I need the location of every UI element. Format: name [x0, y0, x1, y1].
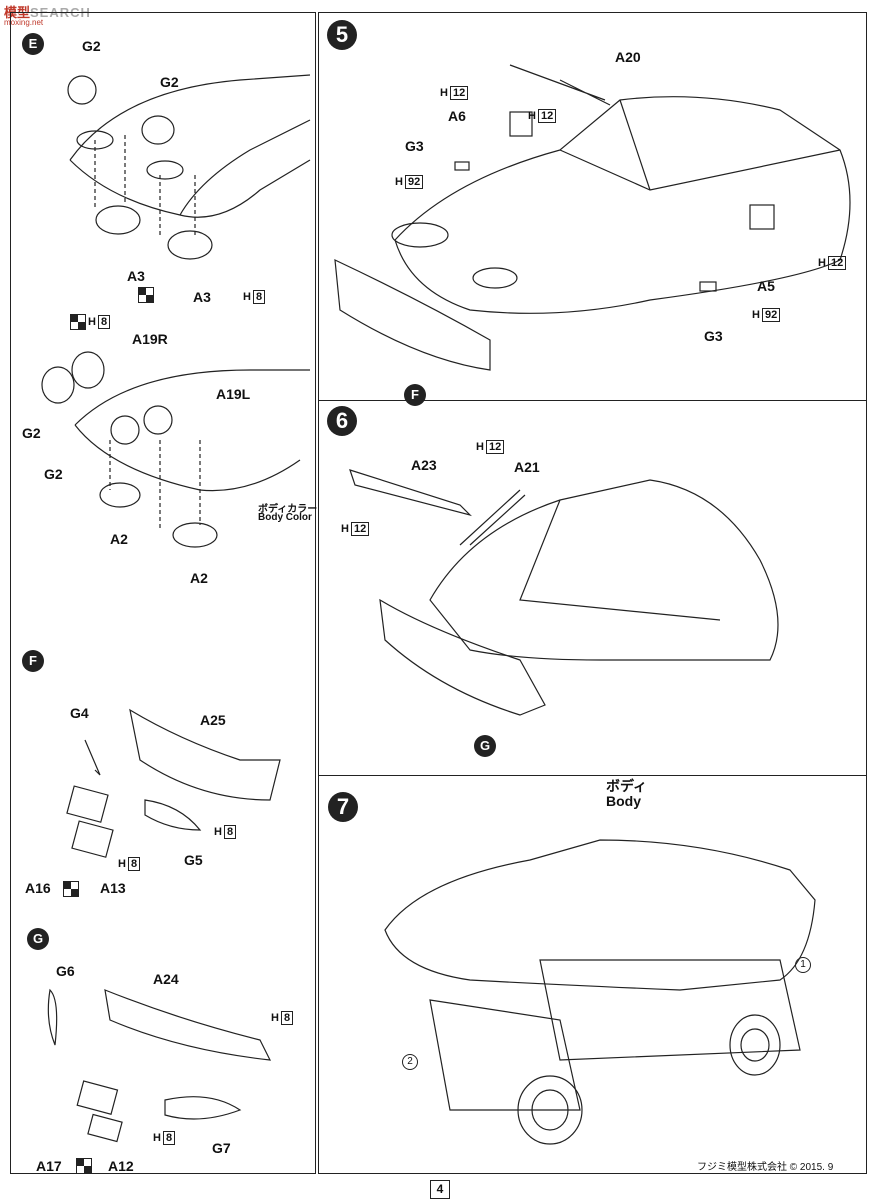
divider-line — [318, 400, 867, 401]
part-label-a5: A5 — [757, 278, 775, 294]
part-label-a25: A25 — [200, 712, 226, 728]
part-label-a21: A21 — [514, 459, 540, 475]
part-label-a12: A12 — [108, 1158, 134, 1174]
copyright-text: フジミ模型株式会社 © 2015. 9 — [697, 1162, 834, 1173]
part-label-a17: A17 — [36, 1158, 62, 1174]
part-label-a2: A2 — [110, 531, 128, 547]
step-7-number: 7 — [328, 792, 358, 822]
part-label-a24: A24 — [153, 971, 179, 987]
part-label-a16: A16 — [25, 880, 51, 896]
step-e-badge: E — [22, 33, 44, 55]
part-label-a3: A3 — [127, 268, 145, 284]
part-label-g5: G5 — [184, 852, 203, 868]
divider-line — [318, 775, 867, 776]
step-f-badge: F — [22, 650, 44, 672]
part-label-g2: G2 — [82, 38, 101, 54]
left-panel-frame — [10, 12, 316, 1174]
step-5-number: 5 — [327, 20, 357, 50]
part-label-g6: G6 — [56, 963, 75, 979]
paint-icon — [63, 881, 79, 897]
step-g-badge: G — [27, 928, 49, 950]
part-label-g2: G2 — [44, 466, 63, 482]
step-6-number: 6 — [327, 406, 357, 436]
part-label-g2: G2 — [160, 74, 179, 90]
paint-icon — [76, 1158, 92, 1174]
part-label-a3: A3 — [193, 289, 211, 305]
body-color-note-jp: ボディカラー — [258, 504, 318, 515]
paint-icon — [138, 287, 154, 303]
part-label-a23: A23 — [411, 457, 437, 473]
part-label-a2: A2 — [190, 570, 208, 586]
paint-icon — [70, 314, 86, 330]
part-label-a13: A13 — [100, 880, 126, 896]
right-panel-frame — [318, 12, 867, 1174]
part-label-a6: A6 — [448, 108, 466, 124]
part-label-g2: G2 — [22, 425, 41, 441]
part-label-a19r: A19R — [132, 331, 168, 347]
body-label-en: Body — [606, 793, 641, 809]
body-color-note-en: Body Color — [258, 512, 312, 523]
page-number: 4 — [430, 1180, 450, 1199]
part-label-a19l: A19L — [216, 386, 251, 402]
part-label-g4: G4 — [70, 705, 89, 721]
part-label-g3: G3 — [405, 138, 424, 154]
step-6-g-badge: G — [474, 735, 496, 757]
arrow-2-marker: 2 — [402, 1054, 418, 1070]
step-5-f-badge: F — [404, 384, 426, 406]
part-label-a20: A20 — [615, 49, 641, 65]
part-label-g3: G3 — [704, 328, 723, 344]
part-label-g7: G7 — [212, 1140, 231, 1156]
body-label-jp: ボディ — [606, 778, 648, 794]
arrow-1-marker: 1 — [795, 957, 811, 973]
